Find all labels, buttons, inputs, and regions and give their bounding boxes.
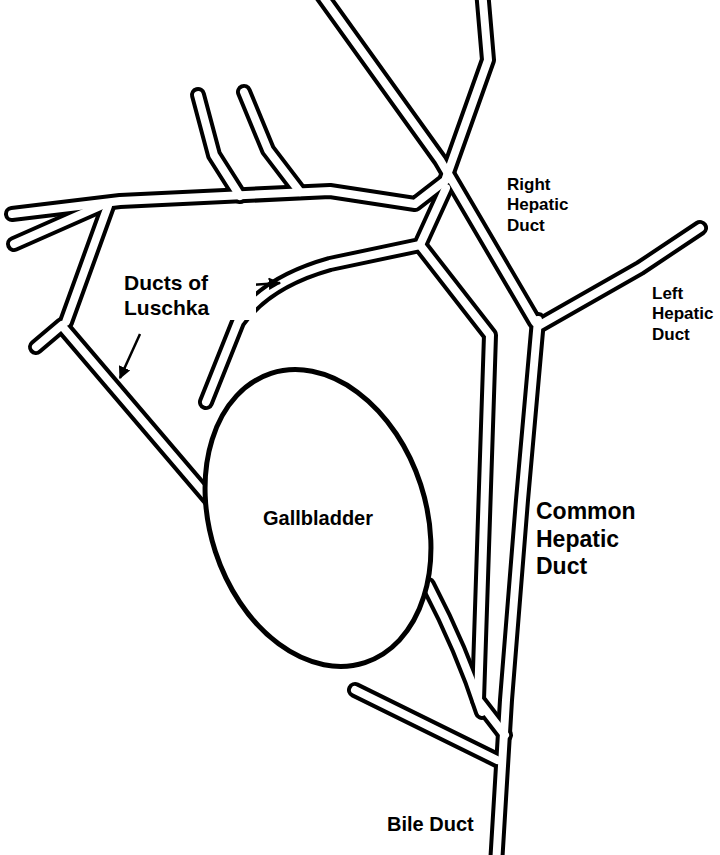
duct-lumen	[198, 95, 240, 196]
gallbladder-shape: Gallbladder	[193, 353, 443, 683]
duct-lumen	[62, 326, 212, 502]
duct-wall	[446, 0, 488, 178]
duct-lumen	[355, 690, 497, 760]
gallbladder-wall	[168, 340, 467, 696]
duct-label: Right Hepatic Duct	[505, 175, 570, 236]
duct-wall	[244, 92, 300, 192]
duct-wall	[428, 585, 482, 712]
duct-lumen	[446, 0, 488, 178]
duct-label: Ducts of Luschka	[122, 270, 256, 320]
duct-wall	[420, 245, 505, 735]
duct-wall	[36, 325, 62, 347]
duct-lumen	[318, 0, 535, 322]
duct-wall	[62, 326, 212, 502]
duct-lumen	[244, 92, 300, 192]
duct-label: Common Hepatic Duct	[534, 498, 638, 581]
duct-wall	[66, 206, 108, 322]
duct-wall	[198, 95, 240, 196]
duct-lumen	[496, 320, 538, 855]
duct-wall	[496, 320, 538, 855]
duct-lumen	[428, 585, 482, 712]
organ-label: Gallbladder	[263, 507, 373, 530]
duct-lumen	[36, 325, 62, 347]
duct-wall	[318, 0, 535, 322]
duct-label: Bile Duct	[385, 812, 476, 836]
duct-lumen	[420, 245, 505, 735]
duct-lumen	[14, 206, 100, 244]
duct-label: Left Hepatic Duct	[650, 284, 715, 345]
leader-arrow	[120, 334, 140, 378]
duct-lumen	[66, 206, 108, 322]
